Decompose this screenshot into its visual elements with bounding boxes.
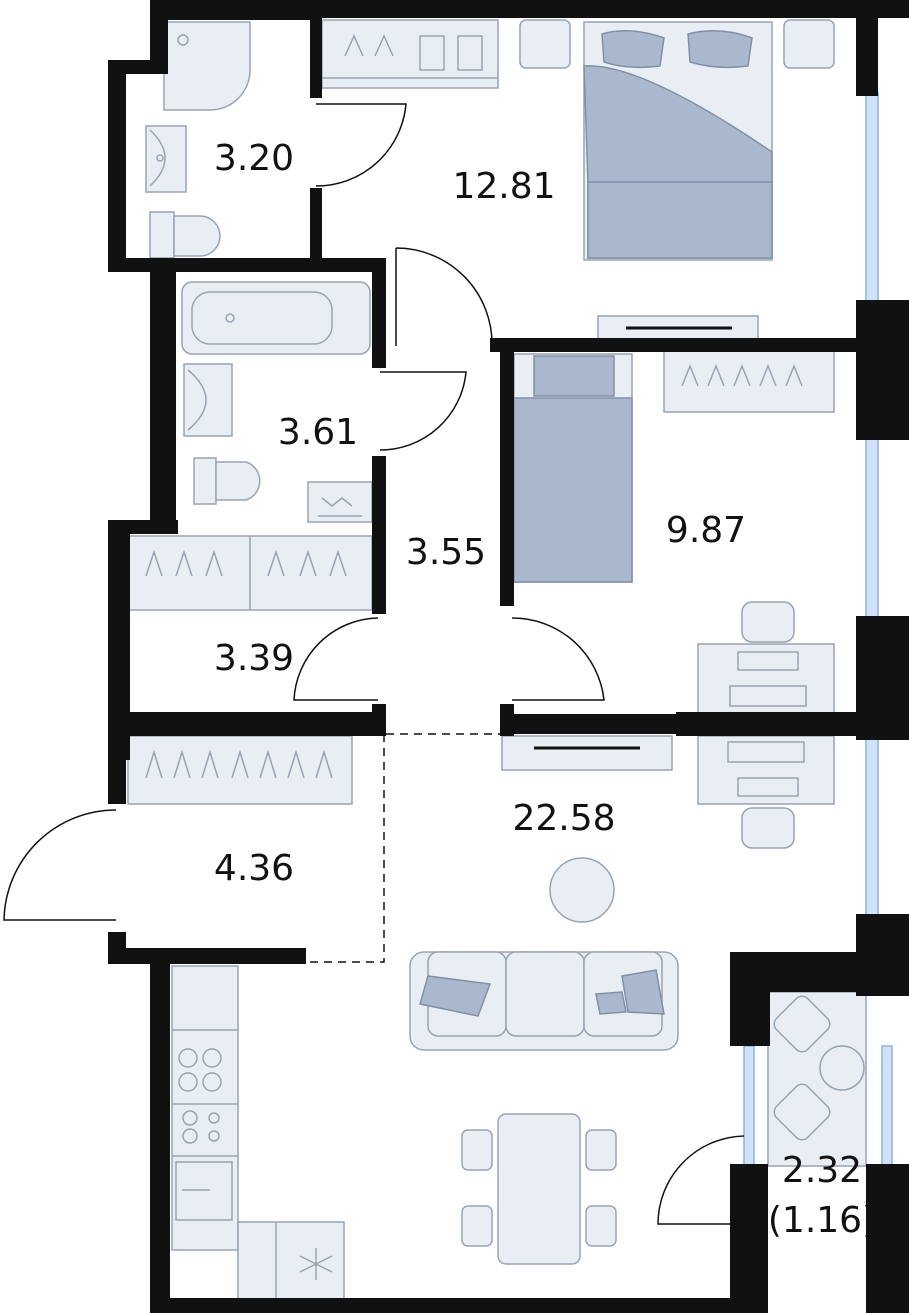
toilet-icon bbox=[149, 211, 221, 259]
chair-icon bbox=[741, 807, 795, 849]
wardrobe bbox=[321, 19, 499, 89]
kitchen-counter bbox=[171, 965, 239, 1251]
toilet-icon bbox=[193, 457, 261, 505]
sink-icon bbox=[175, 1161, 233, 1221]
zone-boundary bbox=[306, 733, 500, 963]
stove-icon bbox=[178, 1048, 222, 1092]
shirt-icon bbox=[419, 35, 483, 71]
balcony-table bbox=[767, 991, 867, 1167]
nightstand bbox=[519, 19, 571, 69]
window bbox=[865, 433, 879, 623]
oven bbox=[182, 1110, 220, 1144]
walls bbox=[108, 0, 909, 1313]
window bbox=[865, 91, 879, 307]
area-label-bathroom-2: 3.61 bbox=[278, 412, 358, 453]
desk-icon bbox=[697, 643, 835, 715]
area-label-bedroom-1: 12.81 bbox=[452, 166, 555, 207]
window bbox=[865, 733, 879, 921]
area-label-balcony-reduced: (1.16) bbox=[768, 1200, 876, 1241]
round-table bbox=[549, 857, 615, 923]
area-label-bathroom-1: 3.20 bbox=[214, 138, 294, 179]
wardrobe bbox=[127, 535, 373, 611]
shower-icon bbox=[163, 21, 251, 111]
area-label-hall: 4.36 bbox=[214, 848, 294, 889]
sink-icon bbox=[183, 363, 233, 437]
washing-machine-icon bbox=[307, 481, 373, 523]
doors bbox=[3, 103, 745, 1225]
window bbox=[881, 1045, 893, 1167]
tv-icon bbox=[501, 735, 673, 771]
wardrobe bbox=[663, 349, 835, 413]
chair-icon bbox=[741, 601, 795, 643]
area-label-corridor: 3.55 bbox=[406, 532, 486, 573]
desk-icon bbox=[697, 735, 835, 805]
window bbox=[743, 1045, 755, 1167]
sink-icon bbox=[145, 125, 187, 193]
bed-icon bbox=[513, 353, 633, 583]
area-label-bedroom-2: 9.87 bbox=[666, 510, 746, 551]
bed-icon bbox=[583, 21, 773, 261]
sofa-icon bbox=[409, 951, 679, 1051]
area-label-balcony: 2.32 bbox=[782, 1150, 862, 1191]
bathtub-icon bbox=[181, 281, 371, 355]
area-label-living: 22.58 bbox=[512, 798, 615, 839]
nightstand bbox=[783, 19, 835, 69]
snowflake-icon bbox=[299, 1248, 333, 1280]
wardrobe bbox=[127, 735, 353, 805]
dining-table-icon bbox=[461, 1113, 617, 1265]
area-label-closet: 3.39 bbox=[214, 638, 294, 679]
fridge-icon bbox=[237, 1221, 345, 1309]
